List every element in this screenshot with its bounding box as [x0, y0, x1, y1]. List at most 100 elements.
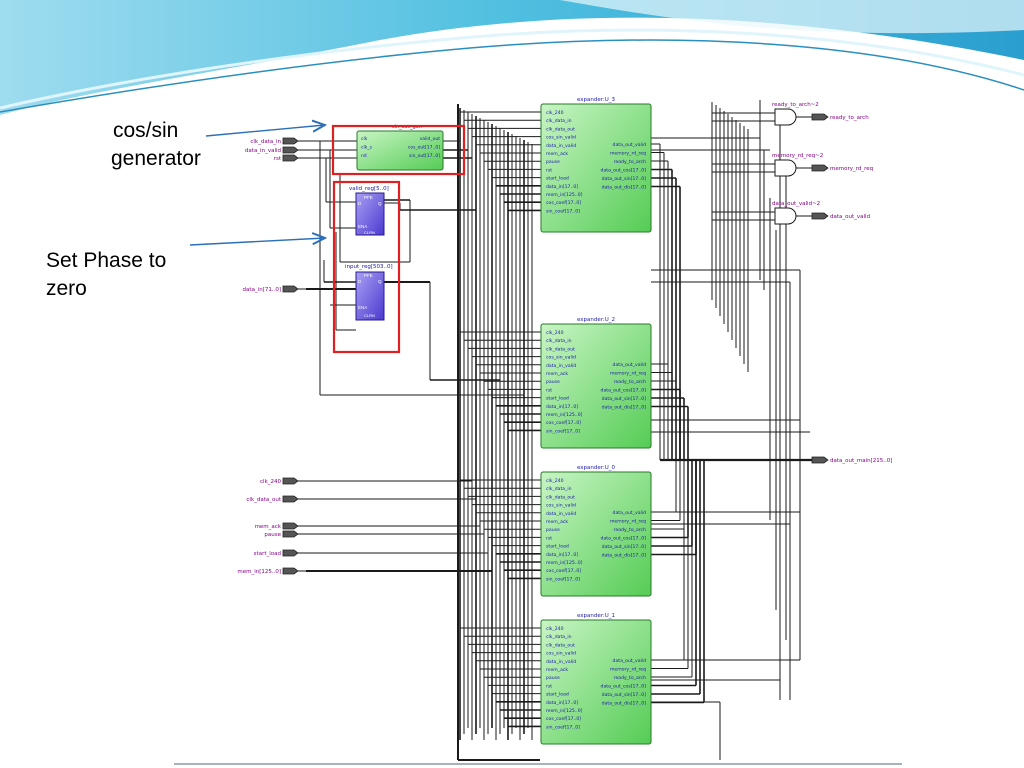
output-pin-data-out-main: data_out_main[215..0] [811, 456, 892, 464]
expander-right-pin: data_out_sin[17..0] [602, 692, 647, 698]
header-decoration [0, 0, 1024, 115]
expander-title: expander:U_2 [577, 317, 615, 323]
expander-left-pin: mem_ack [546, 519, 568, 525]
generator-right-pin: sin_out[17..0] [409, 153, 440, 159]
and-gate-memory-rd-req: memory_rd_req~2 [712, 153, 823, 177]
valid-reg-pin-q: Q [378, 201, 382, 206]
expander-left-pin: mem_ack [546, 151, 568, 157]
input-pin-label: mem_ack [255, 524, 282, 530]
expander-left-pin: pause [546, 676, 560, 681]
expander-title: expander:U_3 [577, 97, 616, 103]
expander-right-pin: memory_rd_req [610, 519, 646, 525]
expander-right-pin: data_out_sin[17..0] [602, 396, 647, 402]
input-pin-mem-in-bus: mem_in[125..0] [237, 567, 306, 575]
input-pin-clk-data-in: clk_data_in [250, 137, 306, 145]
valid-reg-pin-d: D [358, 201, 362, 206]
set-phase-callout-line1: Set Phase to [46, 249, 167, 272]
expander-left-pin: clk_data_out [546, 126, 575, 132]
expander-left-pin: data_in[17..0] [546, 404, 578, 410]
input-pin-start-load: start_load [254, 549, 306, 557]
expander-block: expander:U_1clk_240clk_data_inclk_data_o… [540, 613, 652, 745]
expander-left-pin: clk_data_out [546, 346, 575, 352]
generator-left-pin: clk [361, 136, 368, 142]
expander-left-pin: cos_coef[17..0] [546, 568, 581, 574]
sin-cos-generator-block: sin_cos_gen clkclk_srstvalid_outcos_out[… [356, 124, 444, 171]
output-pin-data-out-valid: data_out_valid [811, 212, 870, 220]
input-reg-block: input_reg[503..0] PFE D Q ENA CLRN [345, 264, 393, 321]
expander-left-pin: mem_in[125..0] [546, 192, 583, 198]
expander-left-pin: pause [546, 528, 560, 533]
expander-left-pin: clk_240 [546, 478, 564, 484]
and-gate-data-out-valid: data_out_valid~2 [712, 201, 820, 225]
expander-left-pin: data_in_valid [546, 363, 576, 369]
expander-left-pin: clk_data_in [546, 634, 572, 640]
expander-right-pin: memory_rd_req [610, 151, 646, 157]
input-pin-label: data_in[71..0] [243, 287, 281, 293]
expander-left-pin: start_load [546, 544, 569, 550]
expander-left-pin: rst [546, 535, 552, 541]
expander-right-pin: memory_rd_req [610, 371, 646, 377]
valid-reg-pin-pfe: PFE [364, 195, 373, 200]
gate-label: memory_rd_req~2 [772, 153, 823, 159]
expander-right-pin: data_out_valid [613, 658, 647, 664]
input-reg-pin-ena: ENA [358, 305, 367, 310]
expander-left-pin: cos_sin_valid [546, 651, 576, 657]
input-pin-clk-240: clk_240 [260, 477, 306, 485]
set-phase-callout-arrow [189, 238, 325, 246]
expander-right-pin: memory_rd_req [610, 667, 646, 673]
expander-left-pin: data_in_valid [546, 511, 576, 517]
cos-sin-callout-arrow [205, 125, 325, 137]
expander-block: expander:U_3clk_240clk_data_inclk_data_o… [540, 97, 652, 233]
expander-left-pin: pause [546, 160, 560, 165]
valid-reg-pin-clrn: CLRN [364, 230, 375, 235]
input-pin-clk-data-out: clk_data_out [246, 495, 306, 503]
input-reg-pin-pfe: PFE [364, 273, 373, 278]
valid-reg-pin-ena: ENA [358, 224, 367, 229]
expander-left-pin: start_load [546, 396, 569, 402]
valid-reg-title: valid_reg[5..0] [349, 186, 389, 192]
expander-left-pin: clk_240 [546, 626, 564, 632]
cos-sin-callout-line2: generator [111, 147, 201, 170]
input-pin-label: rst [274, 156, 282, 162]
and-gate-ready-to-arch: ready_to_arch~2 [712, 102, 819, 126]
expander-left-pin: sin_coef[17..0] [546, 576, 580, 582]
expander-left-pin: clk_data_out [546, 642, 575, 648]
input-pin-data-in-valid: data_in_valid [245, 146, 306, 154]
expander-left-pin: rst [546, 683, 552, 689]
generator-left-pin: clk_s [361, 145, 373, 151]
input-pin-pause: pause [264, 530, 306, 538]
expander-right-pin: ready_to_arch [614, 675, 646, 681]
expander-left-pin: sin_coef[17..0] [546, 208, 580, 214]
generator-highlight-box [331, 124, 466, 176]
input-pin-label: clk_240 [260, 479, 281, 485]
output-pins: ready_to_archmemory_rd_reqdata_out_valid… [811, 113, 892, 464]
input-pin-label: mem_in[125..0] [237, 569, 281, 575]
expander-left-pin: start_load [546, 692, 569, 698]
expander-left-pin: mem_ack [546, 371, 568, 377]
expander-right-pin: data_out_cos[17..0] [601, 388, 647, 394]
input-pin-label: data_in_valid [245, 148, 281, 154]
expander-right-pin: data_out_valid [613, 142, 647, 148]
expander-right-pin: data_out_dis[17..0] [602, 553, 647, 559]
input-reg-pin-d: D [358, 279, 362, 284]
expander-right-pin: data_out_sin[17..0] [602, 176, 647, 182]
expander-left-pin: cos_coef[17..0] [546, 200, 581, 206]
set-phase-callout-line2: zero [46, 277, 87, 300]
expander-blocks: expander:U_3 clk_240 clk_data_in clk_data_o… [540, 97, 652, 745]
expander-left-pin: sin_coef[17..0] [546, 428, 580, 434]
input-reg-pin-q: Q [378, 279, 382, 284]
generator-right-pin: cos_out[17..0] [408, 145, 440, 151]
expander-left-pin: rst [546, 167, 552, 173]
expander-left-pin: data_in[17..0] [546, 700, 578, 706]
expander-left-pin: clk_240 [546, 330, 564, 336]
output-pin-label: memory_rd_req [830, 166, 873, 172]
cos-sin-callout-line1: cos/sin [113, 119, 179, 142]
input-pin-label: clk_data_in [250, 139, 281, 145]
gate-label: ready_to_arch~2 [772, 102, 819, 108]
input-pin-mem-ack: mem_ack [255, 522, 306, 530]
expander-left-pin: cos_coef[17..0] [546, 420, 581, 426]
gate-label: data_out_valid~2 [772, 201, 820, 207]
expander-left-pin: mem_ack [546, 667, 568, 673]
expander-right-pin: ready_to_arch [614, 159, 646, 165]
output-pin-memory-rd-req: memory_rd_req [811, 164, 873, 172]
